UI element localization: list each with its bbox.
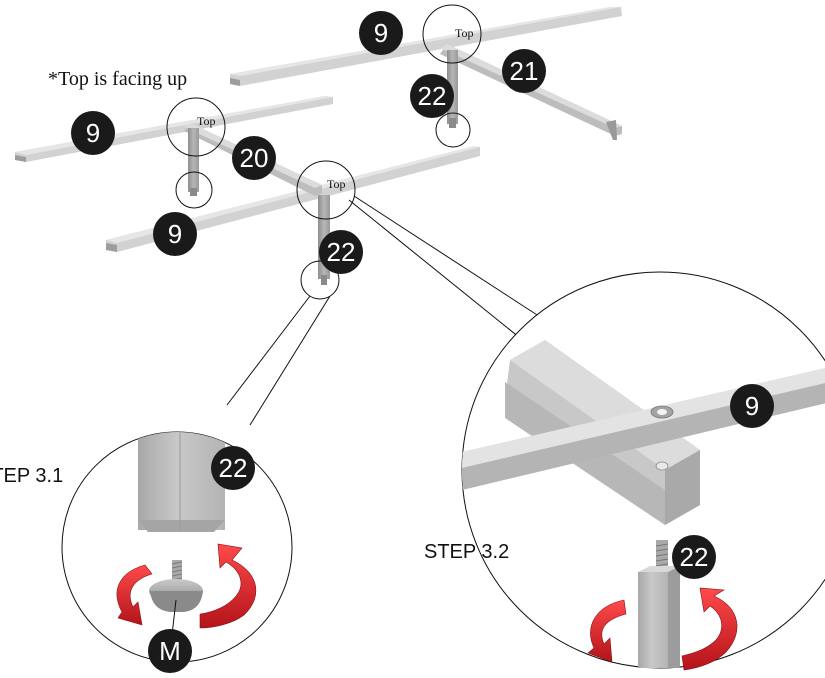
rotate-arrows-left — [116, 543, 257, 629]
rail-left — [15, 96, 333, 162]
step-3-2-label: STEP 3.2 — [424, 541, 509, 563]
svg-text:M: M — [159, 636, 181, 666]
rotate-arrows-right — [587, 587, 738, 671]
rail-front — [106, 146, 480, 252]
leg-back — [447, 50, 458, 128]
part-badge-20: 20 — [232, 136, 276, 180]
svg-text:22: 22 — [327, 237, 356, 267]
part-badge-9: 9 — [71, 111, 115, 155]
part-badge-9: 9 — [153, 212, 197, 256]
part-badge-22: 22 — [672, 535, 716, 579]
part-badge-21: 21 — [502, 49, 546, 93]
svg-text:9: 9 — [745, 391, 759, 421]
svg-text:22: 22 — [219, 453, 248, 483]
svg-text:21: 21 — [510, 56, 539, 86]
step-3-1-label: STEP 3.1 — [0, 465, 63, 487]
part-badge-9: 9 — [730, 384, 774, 428]
detail-connectors — [226, 195, 552, 426]
top-label: Top — [455, 26, 474, 40]
orientation-note: *Top is facing up — [48, 68, 187, 90]
svg-text:9: 9 — [168, 219, 182, 249]
leg-with-bolt — [638, 540, 680, 668]
part-badge-m: M — [148, 629, 192, 673]
leg-left — [188, 128, 199, 196]
svg-text:22: 22 — [418, 81, 447, 111]
part-badge-9: 9 — [359, 11, 403, 55]
detail-step-3-2 — [461, 271, 825, 671]
svg-text:9: 9 — [86, 118, 100, 148]
highlight-circles — [166, 4, 482, 300]
svg-text:20: 20 — [240, 143, 269, 173]
part-badge-22: 22 — [319, 230, 363, 274]
part-badge-22: 22 — [211, 446, 255, 490]
detail-step-3-1 — [61, 431, 293, 663]
top-label: Top — [327, 177, 346, 191]
leveling-foot-bolt — [149, 560, 203, 612]
part-badge-22: 22 — [410, 74, 454, 118]
svg-text:9: 9 — [374, 18, 388, 48]
top-label: Top — [197, 114, 216, 128]
svg-text:22: 22 — [680, 542, 709, 572]
